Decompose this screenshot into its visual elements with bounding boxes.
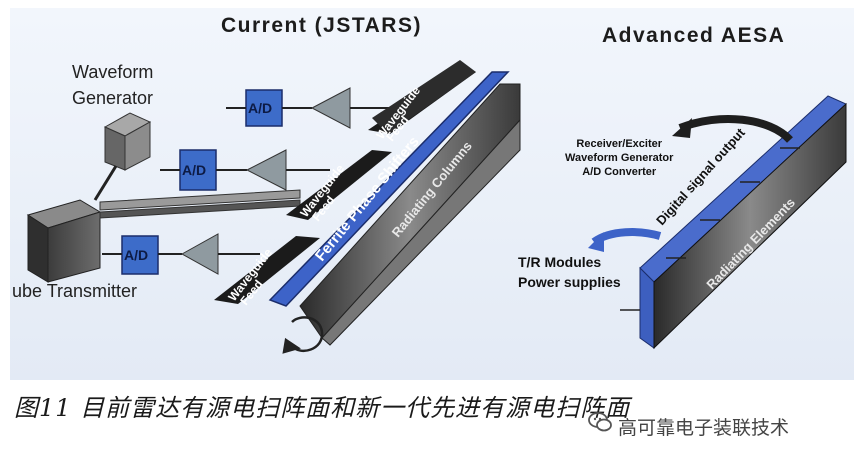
- receiver-exciter-label: Receiver/Exciter Waveform Generator A/D …: [565, 138, 674, 178]
- watermark-text: 高可靠电子装联技术: [618, 417, 790, 439]
- figure-caption: 图11 目前雷达有源电扫阵面和新一代先进有源电扫阵面: [14, 394, 631, 422]
- link-line: [93, 165, 118, 201]
- tube-transmitter-box: [26, 199, 102, 283]
- waveguide-rods: [99, 189, 301, 219]
- amplifier-bottom: [102, 233, 260, 275]
- ad-label-top: A/D: [248, 100, 273, 116]
- left-title: Current (JSTARS): [221, 14, 422, 37]
- tube-transmitter-label: ube Transmitter: [12, 281, 138, 301]
- amplifier-middle: [160, 149, 330, 191]
- tr-modules-label: T/R Modules Power supplies: [518, 254, 621, 290]
- tr-modules-arrow: [588, 228, 662, 252]
- radiating-columns-panel: [299, 83, 521, 346]
- aesa-panel: [639, 95, 847, 350]
- waveguide-feed-bars: [214, 60, 476, 304]
- wechat-icon: [588, 412, 612, 432]
- waveform-generator-box: [103, 112, 152, 171]
- waveform-generator-label: Waveform Generator: [72, 62, 154, 108]
- digital-output-arrow: [672, 115, 793, 143]
- ad-label-middle: A/D: [182, 162, 207, 178]
- aesa-element-ticks: [620, 147, 800, 311]
- scan-arrow: [282, 316, 324, 354]
- ferrite-phase-shifters-bar: [268, 71, 510, 307]
- amplifier-top: [226, 87, 405, 129]
- right-title: Advanced AESA: [602, 24, 786, 47]
- ad-label-bottom: A/D: [124, 247, 149, 263]
